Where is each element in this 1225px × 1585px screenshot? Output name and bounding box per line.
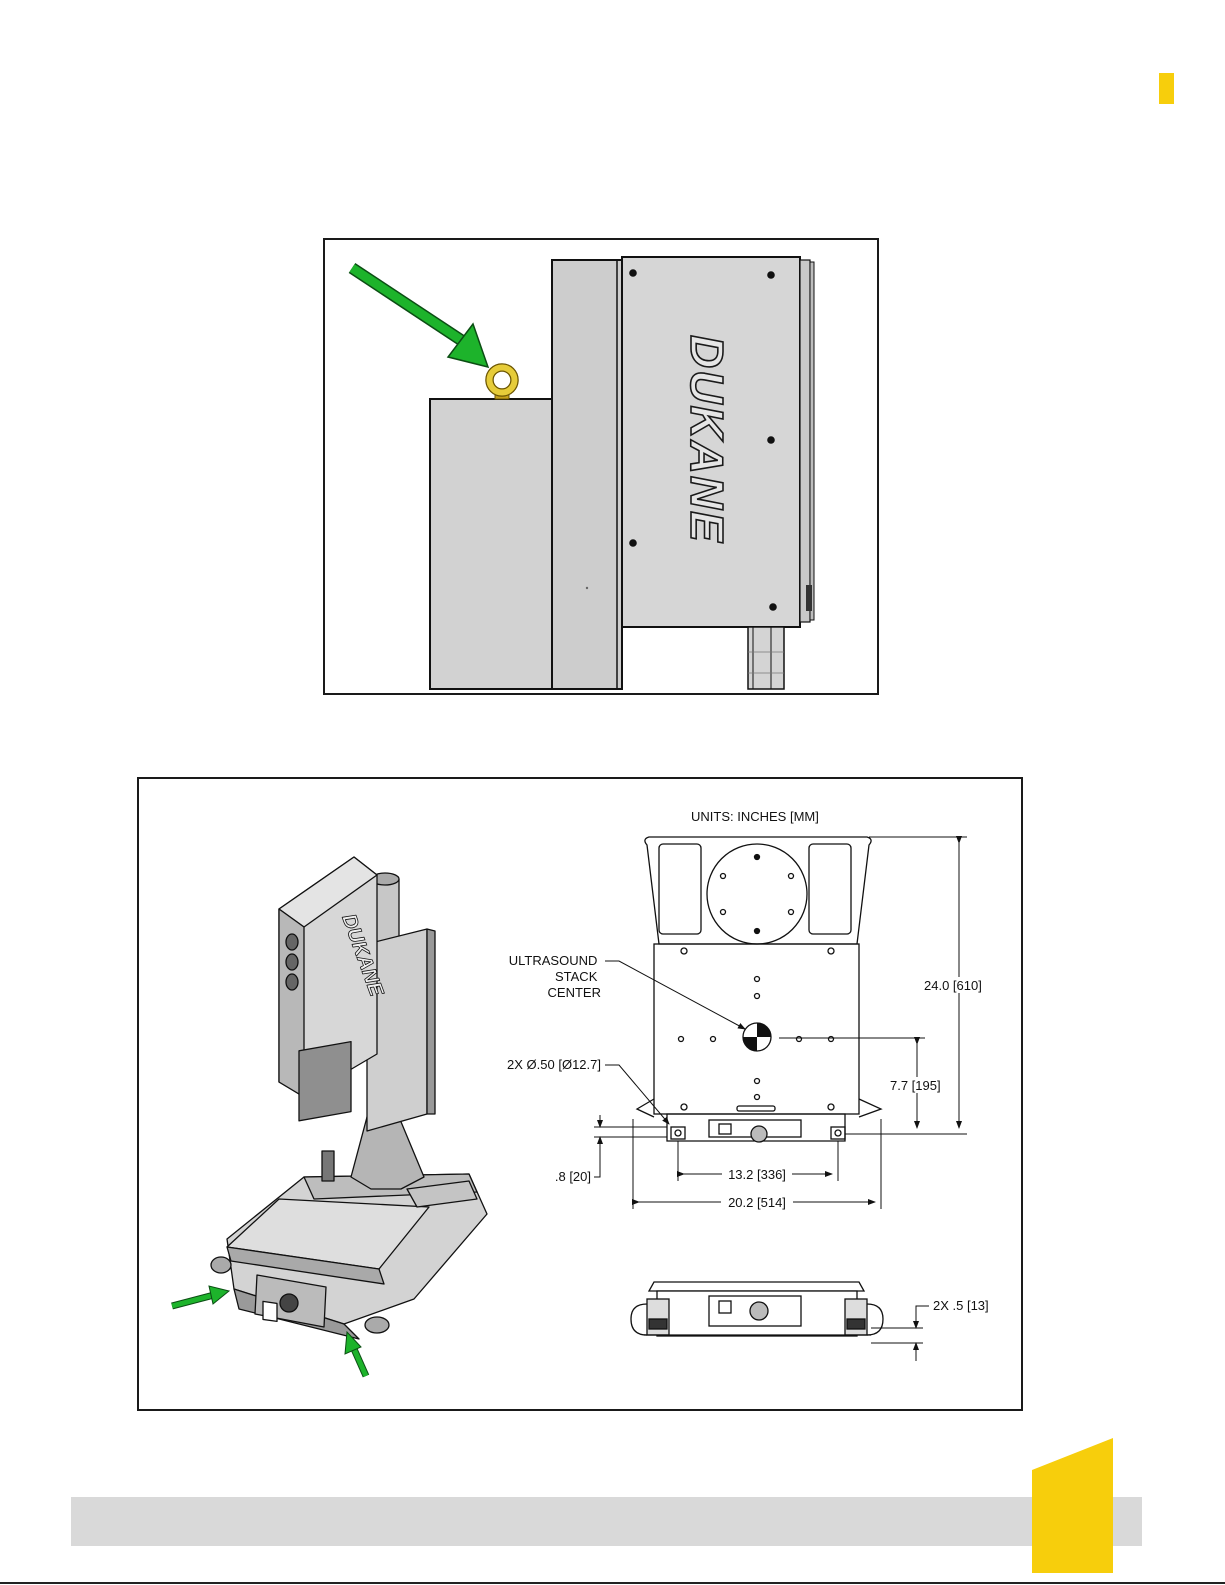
dim-foot: 2X .5 [13] [933, 1298, 989, 1313]
dim-height: 24.0 [610] [924, 978, 982, 993]
green-arrow-icon [352, 268, 488, 367]
footer-page-tab [1032, 1438, 1122, 1573]
figure-eyebolt: DUKANE [323, 238, 879, 695]
dim-center-height: 7.7 [195] [890, 1078, 941, 1093]
machine-isometric: DUKANE [211, 857, 487, 1339]
figure-dimensions: DUKANE UNITS: INCHES [MM] [137, 777, 1023, 1411]
dimension-drawing: DUKANE UNITS: INCHES [MM] [139, 779, 1021, 1409]
dim-width: 20.2 [514] [728, 1195, 786, 1210]
base-top-view [637, 837, 881, 1142]
green-arrow-left-icon [172, 1286, 229, 1306]
hole-callout: 2X Ø.50 [Ø12.7] [507, 1057, 601, 1072]
page-bottom-rule [0, 1582, 1225, 1584]
page-tab-marker [1159, 73, 1174, 104]
base-front-view [631, 1282, 883, 1336]
stack-center-label: ULTRASOUND STACK CENTER [509, 953, 601, 1000]
eye-bolt-icon [490, 368, 515, 400]
dukane-logo: DUKANE [681, 335, 733, 544]
dim-hole-spacing: 13.2 [336] [728, 1167, 786, 1182]
dim-offset: .8 [20] [555, 1169, 591, 1184]
units-label: UNITS: INCHES [MM] [691, 809, 819, 824]
stack-center-symbol [743, 1023, 771, 1051]
footer-bar [71, 1497, 1142, 1546]
eyebolt-illustration: DUKANE [325, 240, 877, 693]
